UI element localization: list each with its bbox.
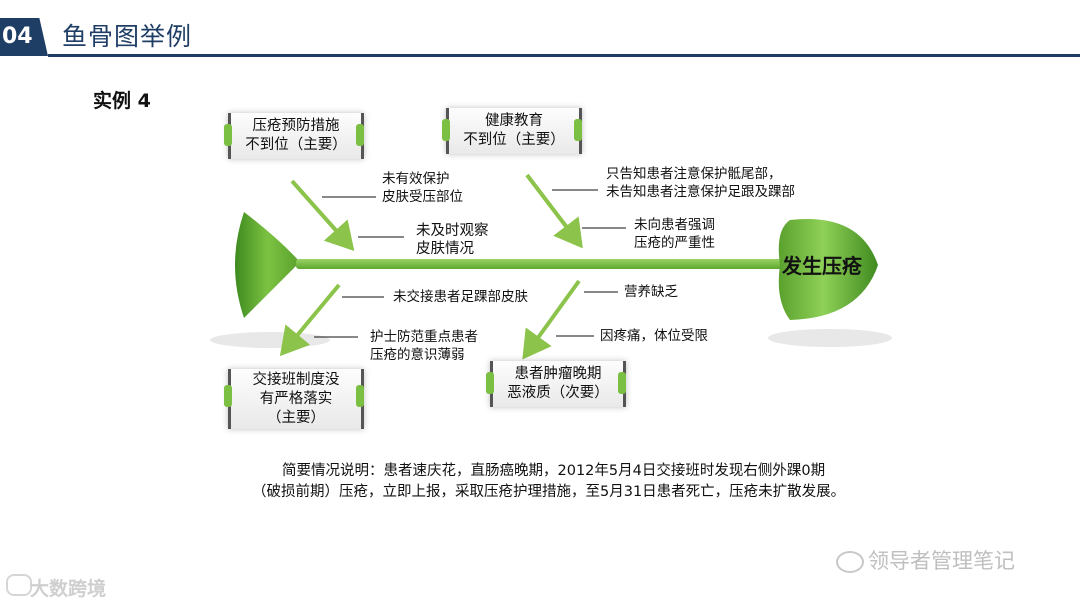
box-tab (574, 119, 582, 141)
wechat-icon (836, 551, 864, 573)
box-tab (356, 124, 364, 146)
box-tab (224, 385, 232, 407)
bone-upper-right (525, 173, 583, 249)
head-shadow (768, 329, 892, 347)
sub-cause-label: 未向患者强调压疮的严重性 (634, 217, 715, 251)
brand-logo-icon (6, 574, 32, 596)
watermark-left: 大数跨境 (30, 578, 107, 600)
box-tab (442, 119, 450, 141)
bone-lower-right (522, 279, 581, 360)
sub-cause-label: 营养缺乏 (624, 284, 678, 300)
sub-cause-label: 因疼痛，体位受限 (600, 328, 708, 344)
sub-cause-ribs (314, 189, 626, 338)
box-tab (486, 372, 494, 394)
tail-shadow (210, 332, 330, 348)
box-tab (356, 385, 364, 407)
watermark-right: 领导者管理笔记 (836, 545, 1015, 575)
header-divider (48, 54, 1080, 57)
main-cause-box-handover: 交接班制度没 有严格落实 （主要） (228, 369, 364, 429)
effect-label: 发生压疮 (782, 254, 862, 278)
page-title: 鱼骨图举例 (62, 22, 193, 51)
fish-spine (296, 259, 786, 269)
main-cause-box-education: 健康教育 不到位（主要） (446, 108, 582, 154)
case-summary: 简要情况说明：患者速庆花，直肠癌晚期，2012年5月4日交接班时发现右侧外踝0期… (252, 463, 846, 500)
section-number-badge: 04 (0, 18, 48, 56)
main-cause-box-patient: 患者肿瘤晚期 恶液质（次要） (490, 361, 626, 407)
sub-cause-label: 未交接患者足踝部皮肤 (393, 289, 528, 305)
main-cause-box-prevention: 压疮预防措施 不到位（主要） (228, 113, 364, 159)
box-tab (618, 372, 626, 394)
sub-cause-label: 未有效保护皮肤受压部位 (382, 171, 463, 205)
sub-cause-label: 护士防范重点患者压疮的意识薄弱 (370, 329, 478, 363)
sub-cause-label: 只告知患者注意保护骶尾部，未告知患者注意保护足跟及踝部 (606, 166, 795, 200)
sub-cause-label: 未及时观察皮肤情况 (416, 223, 489, 257)
bone-upper-left (290, 179, 355, 251)
fish-head (778, 218, 878, 320)
box-tab (224, 124, 232, 146)
fish-tail (235, 212, 300, 318)
case-label: 实例 4 (93, 90, 151, 112)
bone-lower-left (279, 283, 341, 357)
